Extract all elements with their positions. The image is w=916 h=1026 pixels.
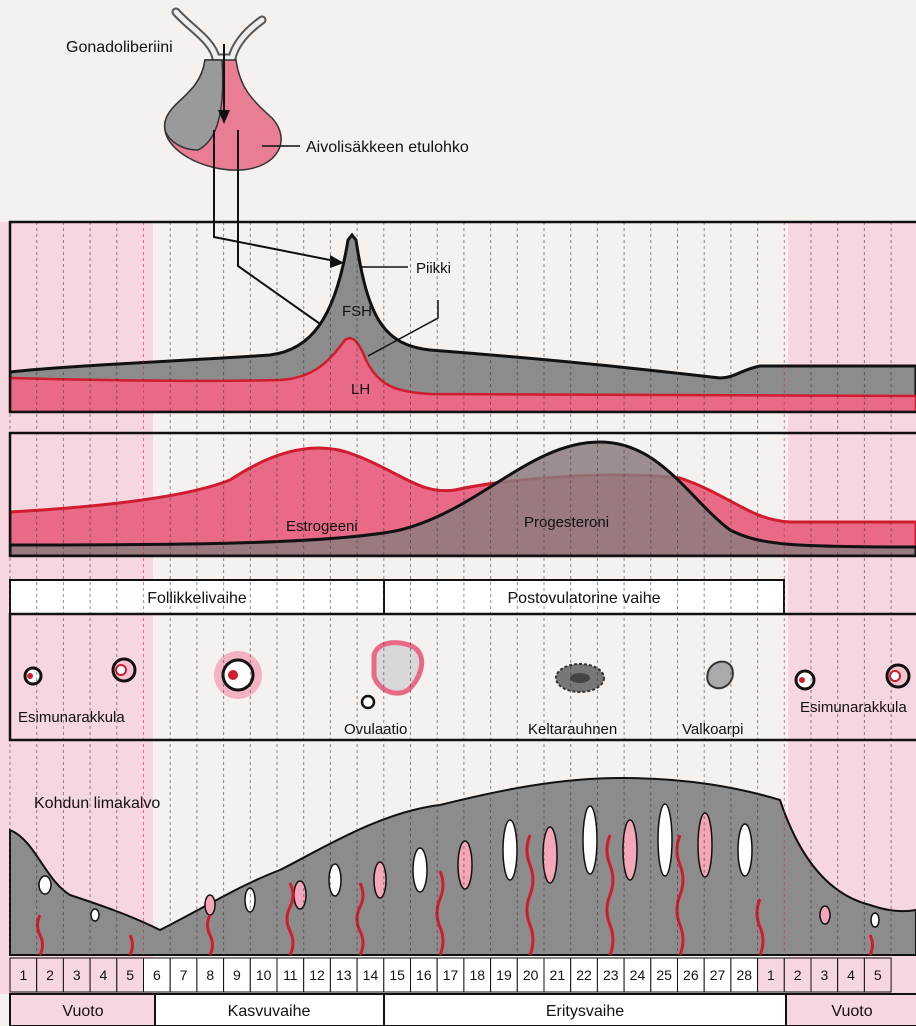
progesterone-label: Progesteroni [524, 514, 609, 531]
day-number: 18 [469, 967, 485, 983]
day-number: 20 [523, 967, 539, 983]
day-number: 26 [683, 967, 699, 983]
day-number: 15 [389, 967, 405, 983]
day-number: 14 [363, 967, 379, 983]
day-number: 8 [206, 967, 214, 983]
day-number: 13 [336, 967, 352, 983]
day-number: 11 [283, 967, 298, 983]
day-number: 5 [874, 967, 882, 983]
estrogen-label: Estrogeeni [286, 518, 358, 535]
infundibulum-stalk [176, 12, 262, 58]
proliferative-label: Kasvuvaihe [228, 1003, 311, 1020]
uterine-phase-row: Vuoto Kasvuvaihe Eritysvaihe Vuoto [10, 994, 916, 1026]
corpus-albicans-label: Valkoarpi [682, 721, 743, 738]
corpus-luteum-label: Keltarauhnen [528, 721, 617, 738]
day-number: 23 [603, 967, 619, 983]
secretory-label: Eritysvaihe [546, 1003, 624, 1020]
day-number: 27 [710, 967, 726, 983]
mature-follicle-icon [214, 651, 262, 699]
day-number: 9 [233, 967, 241, 983]
ovulation-icon [362, 643, 422, 708]
day-number: 2 [794, 967, 802, 983]
day-number: 1 [767, 967, 775, 983]
day-number: 2 [46, 967, 54, 983]
ovulation-label: Ovulaatio [344, 721, 407, 738]
follicular-phase-label: Follikkelivaihe [147, 590, 247, 607]
day-number: 28 [736, 967, 752, 983]
day-number: 16 [416, 967, 432, 983]
day-number: 19 [496, 967, 512, 983]
day-number: 1 [19, 967, 27, 983]
day-number: 17 [443, 967, 459, 983]
day-number: 22 [576, 967, 592, 983]
lh-label: LH [351, 381, 370, 398]
day-number: 4 [847, 967, 855, 983]
follicle-label-left: Esimunarakkula [18, 709, 125, 726]
menses-right-label: Vuoto [831, 1003, 872, 1020]
corpus-albicans-icon [707, 662, 733, 689]
pituitary-label: Aivolisäkkeen etulohko [306, 139, 469, 156]
menses-left-label: Vuoto [62, 1003, 103, 1020]
corpus-luteum-icon [556, 664, 604, 692]
day-number: 4 [100, 967, 108, 983]
day-number: 3 [73, 967, 81, 983]
day-number: 25 [656, 967, 672, 983]
day-number: 10 [256, 967, 272, 983]
follicle-icon-4 [887, 665, 909, 687]
day-number: 3 [820, 967, 828, 983]
follicle-label-right: Esimunarakkula [800, 699, 907, 716]
endometrium-label: Kohdun limakalvo [34, 795, 160, 812]
follicle-icon-1 [25, 668, 41, 684]
postovulatory-phase-label: Postovulatorine vaihe [508, 590, 661, 607]
fsh-label: FSH [342, 303, 372, 320]
day-number: 21 [550, 967, 566, 983]
day-number: 5 [126, 967, 134, 983]
ovarian-phase-headers: Follikkelivaihe Postovulatorine vaihe [10, 580, 784, 614]
day-number: 12 [309, 967, 325, 983]
peak-label: Piikki [416, 260, 451, 277]
day-number: 24 [630, 967, 646, 983]
day-number: 6 [153, 967, 161, 983]
gnrh-label: Gonadoliberiini [66, 39, 173, 56]
day-number: 7 [180, 967, 188, 983]
